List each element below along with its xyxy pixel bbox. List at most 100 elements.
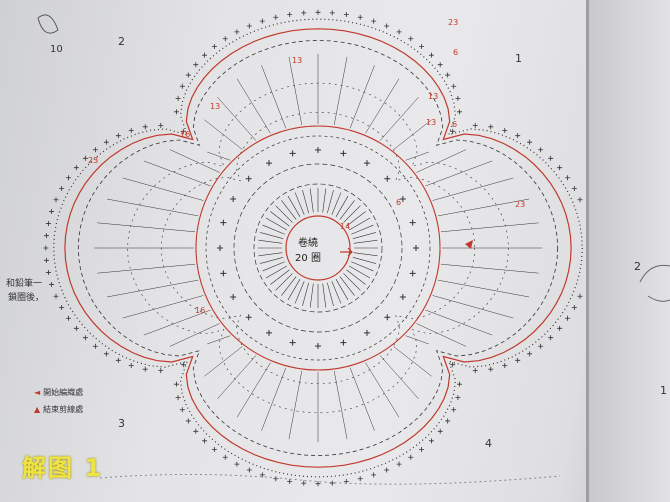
dc-ray-inner bbox=[331, 281, 342, 304]
dc-ray-inner bbox=[346, 269, 366, 285]
edge-stitch bbox=[73, 325, 79, 331]
sc-stitch bbox=[340, 339, 347, 346]
dc-ray-inner bbox=[262, 261, 285, 272]
round-count-label: 13 bbox=[428, 92, 439, 101]
dc-ray-outer bbox=[236, 78, 271, 134]
edge-stitch bbox=[59, 304, 65, 310]
dc-ray-outer bbox=[288, 370, 303, 440]
edge-stitch bbox=[502, 363, 508, 369]
edge-stitch bbox=[457, 109, 463, 115]
dc-ray-inner bbox=[309, 188, 314, 213]
edge-stitch bbox=[59, 186, 65, 192]
dc-ray-inner bbox=[349, 217, 371, 231]
edge-stitch bbox=[329, 10, 335, 16]
dc-ray-outer bbox=[169, 149, 220, 173]
edge-stitch bbox=[73, 165, 79, 171]
dc-ray-inner bbox=[331, 192, 342, 215]
figure-caption: 解图 1 bbox=[22, 454, 104, 482]
round-count-label: 16 bbox=[195, 306, 206, 315]
edge-stitch bbox=[301, 10, 307, 16]
sc-stitch bbox=[340, 150, 347, 157]
dc-ray-inner bbox=[351, 261, 374, 272]
edge-stitch bbox=[577, 293, 583, 299]
edge-stitch bbox=[180, 128, 186, 134]
edge-stitch bbox=[173, 381, 179, 387]
edge-stitch bbox=[371, 472, 377, 478]
left-note-line1: 和鉛筆一 bbox=[6, 279, 43, 289]
edge-stitch bbox=[548, 335, 554, 341]
sc-stitch bbox=[399, 196, 406, 202]
edge-stitch bbox=[428, 438, 434, 444]
edge-stitch bbox=[451, 407, 457, 413]
edge-stitch bbox=[451, 83, 457, 89]
dc-ray-inner bbox=[353, 239, 378, 244]
sc-stitch bbox=[266, 160, 272, 167]
edge-stitch bbox=[419, 446, 425, 452]
edge-stitch bbox=[343, 12, 349, 18]
dc-ray-outer bbox=[349, 65, 375, 129]
petal-chain-row bbox=[77, 39, 559, 457]
round-count-label: 14 bbox=[340, 222, 351, 231]
petal-number-4: 4 bbox=[485, 437, 492, 450]
dc-ray-inner bbox=[352, 232, 377, 239]
edge-stitch bbox=[43, 245, 49, 251]
legend-end: ▲結束剪線處 bbox=[34, 404, 83, 415]
center-ring-1 bbox=[205, 135, 431, 361]
dc-ray-inner bbox=[343, 205, 361, 223]
dc-ray-outer bbox=[416, 323, 467, 347]
edge-stitch bbox=[329, 480, 335, 486]
edge-stitch bbox=[82, 335, 88, 341]
edge-stitch bbox=[234, 29, 240, 35]
sc-stitch bbox=[384, 314, 391, 321]
edge-stitch bbox=[527, 351, 533, 357]
round-count-label: 6 bbox=[453, 48, 459, 57]
edge-stitch bbox=[437, 62, 443, 68]
dc-ray-outer bbox=[207, 151, 231, 161]
edge-stitch bbox=[565, 175, 571, 181]
dc-ray-inner bbox=[259, 257, 284, 264]
edge-stitch bbox=[142, 124, 148, 130]
edge-stitch bbox=[211, 446, 217, 452]
legend-start: ◄開始編織處 bbox=[34, 387, 83, 398]
sc-stitch bbox=[220, 270, 227, 277]
center-ring-2 bbox=[233, 163, 403, 333]
sc-stitch bbox=[230, 294, 237, 300]
dc-ray-outer bbox=[379, 96, 419, 141]
edge-stitch bbox=[234, 461, 240, 467]
edge-stitch bbox=[185, 418, 191, 424]
edge-stitch bbox=[142, 366, 148, 372]
dc-ray-outer bbox=[106, 198, 199, 217]
edge-stitch bbox=[315, 9, 321, 15]
dc-ray-inner bbox=[287, 195, 301, 217]
dc-ray-inner bbox=[353, 252, 378, 257]
dc-ray-inner bbox=[259, 232, 284, 239]
round-count-label: 13 bbox=[210, 102, 221, 111]
edge-stitch bbox=[315, 481, 321, 487]
sc-stitch bbox=[289, 339, 296, 346]
edge-stitch bbox=[557, 325, 563, 331]
edge-stitch bbox=[565, 315, 571, 321]
dc-ray-outer bbox=[405, 335, 429, 345]
edge-stitch bbox=[488, 366, 494, 372]
dc-ray-inner bbox=[281, 200, 297, 220]
dc-ray-outer bbox=[169, 323, 220, 347]
round-count-label: 16 bbox=[180, 130, 191, 139]
edge-stitch bbox=[455, 95, 461, 101]
edge-stitch bbox=[457, 381, 463, 387]
petal-inner-row-1 bbox=[127, 82, 509, 414]
edge-stitch bbox=[527, 139, 533, 145]
dc-ray-inner bbox=[262, 224, 285, 235]
edge-stitch bbox=[128, 363, 134, 369]
dc-ray-outer bbox=[405, 151, 429, 161]
edge-stitch bbox=[92, 147, 98, 153]
edge-stitch bbox=[202, 52, 208, 58]
edge-stitch bbox=[548, 155, 554, 161]
round-count-label: 6 bbox=[396, 198, 402, 207]
edge-stitch bbox=[193, 62, 199, 68]
petal-number-2: 2 bbox=[118, 35, 125, 48]
dc-ray-outer bbox=[437, 198, 530, 217]
petal-number-1: 1 bbox=[515, 52, 522, 65]
edge-stitch bbox=[408, 454, 414, 460]
start-arrow-icon: ◄ bbox=[34, 388, 41, 397]
